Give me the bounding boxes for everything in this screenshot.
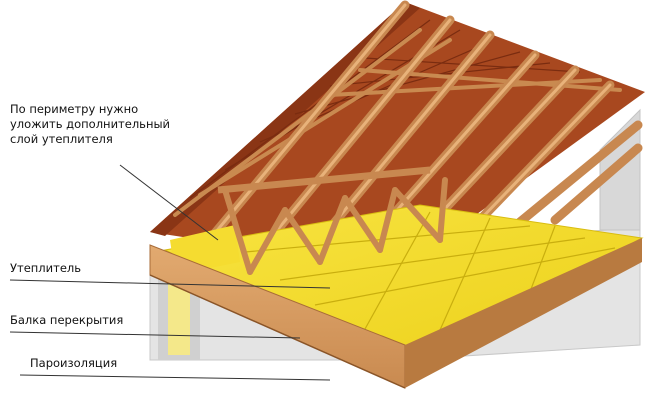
leader-insulation — [9, 279, 331, 289]
vapor-barrier-label: Пароизоляция — [30, 356, 118, 370]
truss-webs — [222, 177, 448, 275]
insulation-label: Утеплитель — [10, 261, 82, 275]
collar-beam — [217, 166, 431, 194]
floor-beam — [149, 238, 642, 389]
leader-perimeter — [119, 164, 219, 241]
floor-beam-label: Балка перекрытия — [10, 313, 124, 327]
leader-beam — [9, 331, 301, 339]
leader-lines — [9, 164, 331, 381]
leader-vapor — [19, 374, 331, 381]
perimeter-insulation-note: По периметру нужно уложить дополнительны… — [10, 102, 171, 146]
